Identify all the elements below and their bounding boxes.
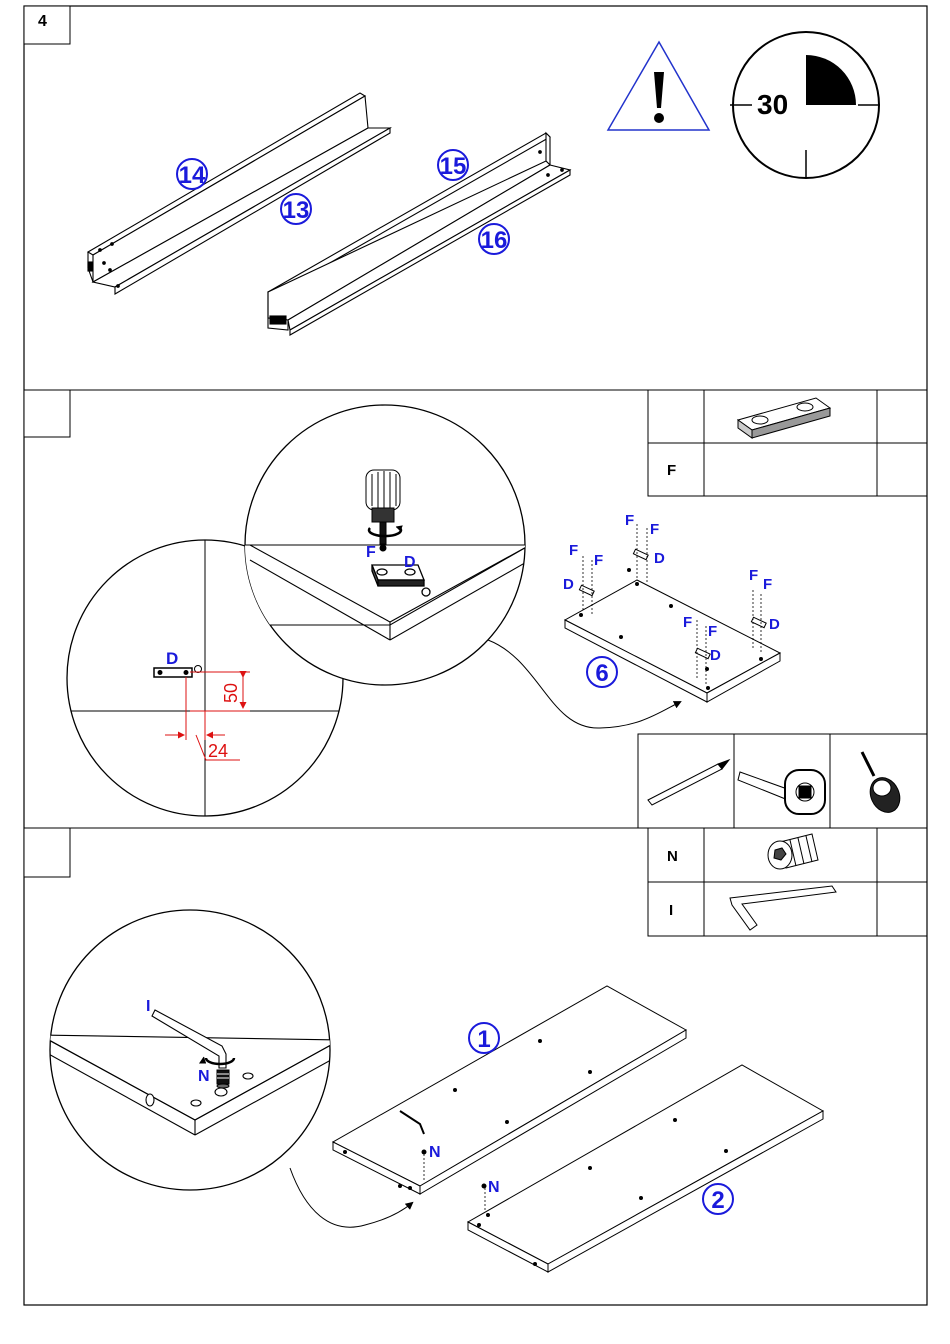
label-d-detail2: D [404, 555, 416, 571]
label-f-7: F [683, 615, 692, 630]
label-f-1: F [569, 543, 578, 558]
label-f-3: F [625, 513, 634, 528]
label-i-detail: I [146, 999, 150, 1015]
part-number-15: 15 [437, 149, 469, 181]
cam-plate-icon [738, 398, 830, 438]
screwdriver-tool-icon [862, 752, 905, 817]
label-d-2: D [654, 551, 665, 566]
part-number-1: 1 [468, 1022, 500, 1054]
assembly-time-minutes: 30 [757, 91, 788, 119]
hex-key-icon [730, 886, 836, 930]
step-number-box-5 [24, 390, 70, 437]
label-d-3: D [769, 617, 780, 632]
label-n-detail: N [198, 1069, 210, 1085]
tape-measure-icon [738, 770, 825, 814]
step-number-box-6 [24, 828, 70, 877]
step-number: 4 [38, 14, 47, 30]
hardware-code-i: I [669, 903, 673, 918]
label-d-4: D [710, 648, 721, 663]
dimension-50: 50 [222, 683, 240, 703]
clock-30-min-icon [730, 32, 880, 178]
label-d-1: D [563, 577, 574, 592]
label-d-detail1: D [166, 650, 178, 667]
part-number-14: 14 [176, 158, 208, 190]
part-number-16: 16 [478, 223, 510, 255]
label-f-5: F [749, 568, 758, 583]
pencil-icon [648, 760, 729, 805]
label-f-8: F [708, 624, 717, 639]
detail-circle-insert-nut [40, 910, 340, 1190]
label-n-panel2: N [488, 1180, 500, 1196]
dimension-24: 24 [208, 742, 228, 760]
label-n-panel1: N [429, 1145, 441, 1161]
part-number-2: 2 [702, 1183, 734, 1215]
label-f-detail2: F [366, 545, 376, 561]
hardware-code-n: N [667, 849, 678, 864]
warning-triangle-icon [608, 42, 709, 130]
hardware-code-f: F [667, 463, 676, 478]
part-number-6: 6 [586, 656, 618, 688]
label-f-2: F [594, 553, 603, 568]
part-number-13: 13 [280, 193, 312, 225]
label-f-6: F [763, 577, 772, 592]
label-f-4: F [650, 522, 659, 537]
step-number-box-4 [24, 6, 70, 44]
insert-nut-icon [768, 834, 818, 869]
